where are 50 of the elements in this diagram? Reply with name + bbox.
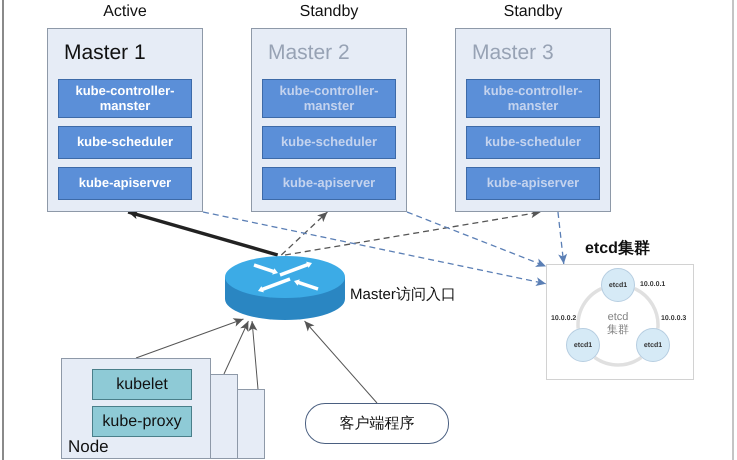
component-label: kube-scheduler bbox=[280, 135, 378, 150]
component-box bbox=[58, 126, 192, 159]
arrow bbox=[136, 318, 244, 358]
component-label: kube-apiserver bbox=[282, 176, 376, 191]
component-label: kube-apiserver bbox=[486, 176, 580, 191]
panel-title: Master 3 bbox=[472, 41, 554, 65]
arrow bbox=[248, 320, 258, 390]
agent-box bbox=[92, 369, 192, 400]
component-box bbox=[466, 126, 600, 159]
stacked-node-panel bbox=[238, 389, 265, 459]
component-label: kube-controller-manster bbox=[74, 84, 176, 114]
component-box bbox=[466, 167, 600, 200]
component-box bbox=[262, 79, 396, 118]
arrow bbox=[406, 211, 546, 267]
arrow bbox=[223, 320, 249, 374]
connector-line bbox=[594, 356, 642, 367]
connector-line bbox=[576, 287, 602, 329]
agent-label: kubelet bbox=[116, 376, 168, 394]
node-panel bbox=[61, 358, 211, 459]
status-label: Standby bbox=[298, 3, 360, 21]
arrow bbox=[284, 209, 541, 256]
component-box bbox=[466, 79, 600, 118]
component-box bbox=[262, 167, 396, 200]
cluster-heading: etcd集群 bbox=[585, 238, 650, 259]
arrow bbox=[304, 320, 378, 404]
panel-title: Master 1 bbox=[64, 41, 146, 65]
stacked-node-panel bbox=[211, 374, 238, 459]
component-label: kube-apiserver bbox=[78, 176, 172, 191]
component-box bbox=[262, 126, 396, 159]
component-label: kube-controller-manster bbox=[482, 84, 584, 114]
status-label: Standby bbox=[502, 3, 564, 21]
client-label: 客户端程序 bbox=[340, 414, 414, 433]
component-label: kube-scheduler bbox=[76, 135, 174, 150]
node-title: Node bbox=[68, 437, 109, 457]
component-label: kube-scheduler bbox=[484, 135, 582, 150]
client-box bbox=[305, 403, 449, 444]
component-box bbox=[58, 79, 192, 118]
status-label: Active bbox=[102, 3, 148, 21]
arrow bbox=[280, 212, 328, 256]
entry-label: Master访问入口 bbox=[350, 285, 456, 304]
cluster-label: etcd 集群 bbox=[606, 311, 630, 338]
arrow bbox=[128, 210, 278, 257]
arrow bbox=[557, 212, 568, 264]
arrow bbox=[202, 211, 546, 286]
panel-title: Master 2 bbox=[268, 41, 350, 65]
agent-label: kube-proxy bbox=[102, 412, 182, 430]
connector-line bbox=[634, 287, 660, 329]
agent-box bbox=[92, 406, 192, 437]
component-box bbox=[58, 167, 192, 200]
component-label: kube-controller-manster bbox=[278, 84, 380, 114]
